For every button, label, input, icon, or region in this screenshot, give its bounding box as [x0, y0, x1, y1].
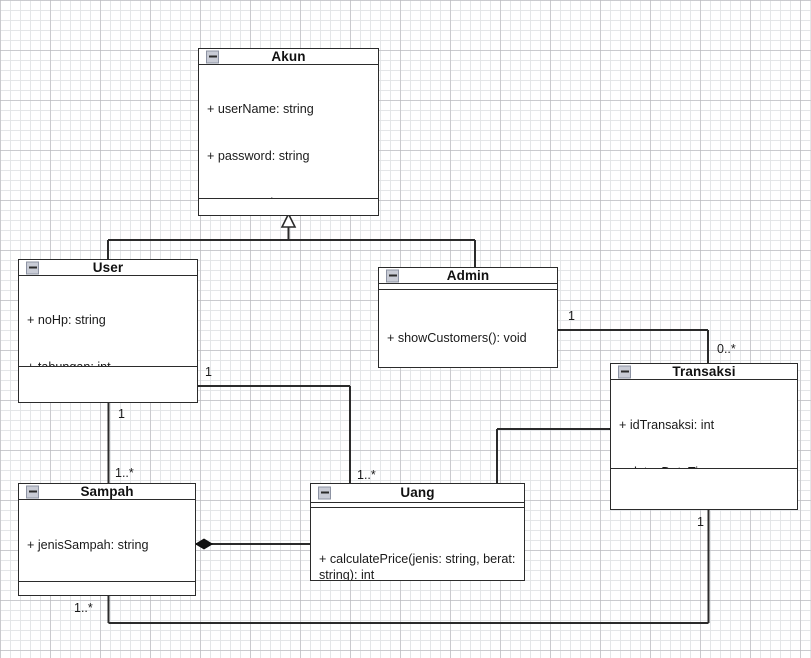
class-name-sampah: Sampah [80, 484, 134, 499]
operation: + calculatePrice(jenis: string, berat: s… [319, 551, 519, 580]
class-attributes-akun: + userName: string + password: string + … [199, 65, 378, 199]
association-user-uang [198, 385, 351, 483]
attribute: + idTransaksi: int [619, 418, 715, 433]
class-header-transaksi: Transaksi [611, 364, 797, 380]
class-name-admin: Admin [446, 268, 490, 283]
class-box-transaksi[interactable]: Transaksi + idTransaksi: int + date: Dat… [610, 363, 798, 510]
class-header-sampah: Sampah [19, 484, 195, 500]
composition-diamond-sampah [194, 538, 214, 550]
attribute: + nama: string [207, 196, 370, 198]
class-box-sampah[interactable]: Sampah + jenisSampah: string + beratSamp… [18, 483, 196, 596]
class-name-user: User [92, 260, 124, 275]
class-name-uang: Uang [400, 485, 435, 501]
collapse-minus-icon[interactable] [26, 261, 39, 274]
multiplicity-sampah-top: 1..* [115, 466, 134, 480]
composition-transaksi-uang [496, 428, 610, 483]
class-box-user[interactable]: User + noHp: string + tabungan: int + ua… [18, 259, 198, 403]
class-name-transaksi: Transaksi [672, 364, 736, 379]
class-header-uang: Uang [311, 484, 524, 503]
class-box-akun[interactable]: Akun + userName: string + password: stri… [198, 48, 379, 216]
class-attributes-uang [311, 503, 524, 508]
attribute: + tabungan: int [27, 359, 111, 367]
multiplicity-user-bottom: 1 [118, 407, 125, 421]
class-attributes-transaksi: + idTransaksi: int + date: DateTime + ti… [611, 380, 797, 469]
class-name-akun: Akun [271, 49, 306, 64]
multiplicity-transaksi-bottom: 1 [697, 515, 704, 529]
collapse-minus-icon[interactable] [206, 50, 219, 63]
class-operations-transaksi: +addSampah():string [611, 469, 797, 509]
class-header-user: User [19, 260, 197, 276]
class-header-akun: Akun [199, 49, 378, 65]
multiplicity-uang-top: 1..* [357, 468, 376, 482]
multiplicity-sampah-bottom: 1..* [74, 601, 93, 615]
attribute: + password: string [207, 148, 310, 163]
class-header-admin: Admin [379, 268, 557, 284]
class-attributes-admin [379, 284, 557, 290]
multiplicity-transaksi-top: 0..* [717, 342, 736, 356]
class-attributes-sampah: + jenisSampah: string + beratSampah: int… [19, 500, 195, 582]
class-operations-akun [199, 199, 378, 215]
multiplicity-admin-right: 1 [568, 309, 575, 323]
collapse-minus-icon[interactable] [618, 365, 631, 378]
collapse-minus-icon[interactable] [26, 485, 39, 498]
attribute: + noHp: string [27, 313, 106, 328]
collapse-minus-icon[interactable] [318, 486, 331, 500]
association-admin-transaksi [558, 329, 709, 363]
operation: + showCustomers(): void [387, 331, 527, 346]
attribute: + userName: string [207, 102, 314, 117]
class-operations-sampah [19, 582, 195, 595]
class-operations-admin: + showCustomers(): void + addTransaction… [379, 290, 557, 367]
class-box-uang[interactable]: Uang + calculatePrice(jenis: string, ber… [310, 483, 525, 581]
multiplicity-user-right: 1 [205, 365, 212, 379]
class-operations-user: + showHistory(): void [19, 367, 197, 402]
class-box-admin[interactable]: Admin + showCustomers(): void + addTrans… [378, 267, 558, 368]
attribute: + date: DateTime [619, 465, 789, 468]
collapse-minus-icon[interactable] [386, 269, 399, 282]
class-operations-uang: + calculatePrice(jenis: string, berat: s… [311, 508, 524, 580]
class-attributes-user: + noHp: string + tabungan: int + uang: i… [19, 276, 197, 367]
attribute: + jenisSampah: string [27, 538, 149, 553]
